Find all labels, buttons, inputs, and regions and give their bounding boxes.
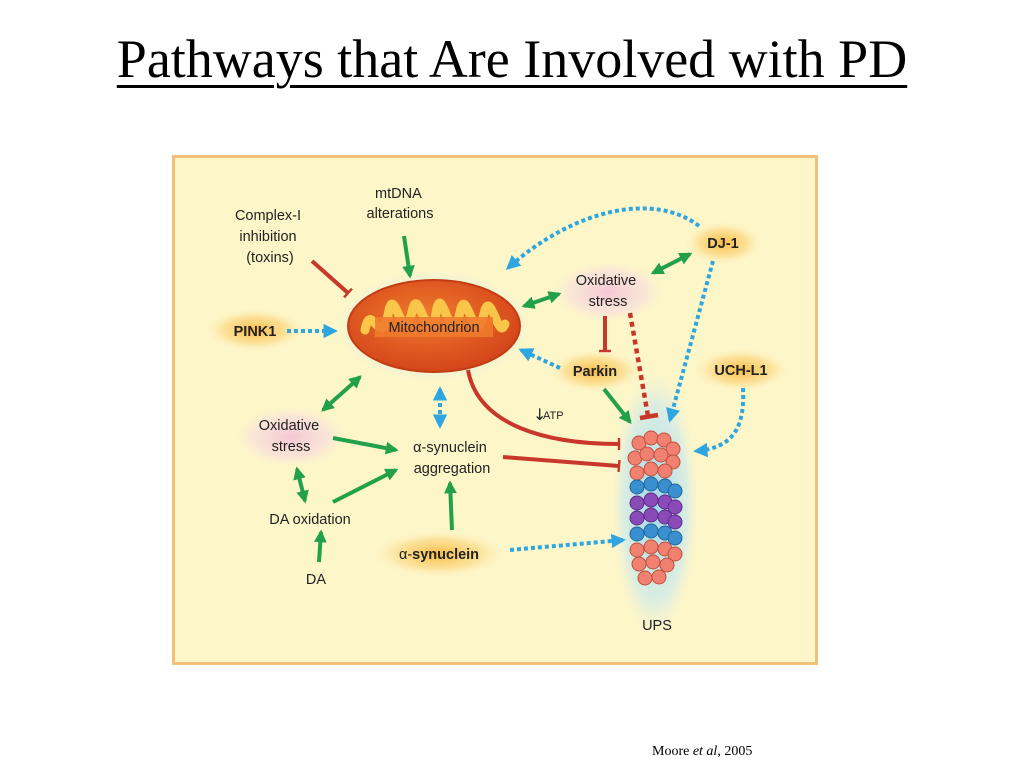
uchl1-to-ups-arrow	[693, 387, 746, 458]
oxidative-stress-left-label: Oxidative stress	[259, 418, 323, 455]
a-synuclein-to-aggregation-arrow	[444, 480, 457, 531]
da-oxidation-to-aggregation-arrow	[332, 468, 399, 504]
mitochondrion-icon	[347, 279, 521, 373]
atp-label: ATP	[543, 410, 564, 422]
citation-author: Moore	[652, 744, 693, 759]
dj1-to-ups-arrow	[666, 260, 715, 423]
aggregation-inhibits-ups	[502, 455, 621, 473]
oxidative-stress-left-glow	[233, 405, 349, 469]
da-label: DA	[306, 572, 326, 588]
pink1-label: PINK1	[234, 324, 277, 340]
parkin-glow	[547, 349, 643, 393]
a-syn-aggregation-label: α-synuclein aggregation	[413, 440, 491, 477]
dj1-glow	[683, 221, 763, 265]
pink1-glow	[203, 308, 307, 352]
mtdna-label: mtDNA alterations	[367, 186, 434, 222]
oxidative-stress-right-label: Oxidative stress	[576, 273, 640, 310]
a-synuclein-glow	[371, 530, 507, 578]
complex-i-inhibits-mitochondrion	[310, 259, 353, 299]
slide-title: Pathways that Are Involved with PD	[116, 29, 908, 89]
uchl1-label: UCH-L1	[714, 363, 767, 379]
parkin-to-ups-arrow	[602, 387, 632, 425]
uchl1-glow	[691, 348, 791, 392]
oxidative-stress-to-aggregation-arrow	[332, 436, 399, 455]
citation: Moore et al, 2005	[652, 744, 752, 760]
complex-i-label: Complex-I inhibition (toxins)	[235, 208, 305, 266]
dj1-label: DJ-1	[707, 236, 738, 252]
ups-proteasome-icon	[627, 430, 683, 586]
pathway-diagram: Mitochondrion	[172, 155, 818, 665]
mitochondrion-atp-inhibits-ups	[466, 369, 621, 451]
oxidative-stress-da-oxidation-arrow	[293, 466, 309, 504]
mitochondrion-oxidative-stress-right-arrow	[521, 291, 562, 309]
atp-down-arrow: ↓	[533, 405, 546, 424]
mitochondrion-oxidative-stress-left-arrow	[321, 375, 362, 412]
citation-etal: et al	[692, 744, 718, 759]
oxidative-stress-right-dj1-arrow	[650, 252, 693, 275]
citation-year: , 2005	[717, 744, 753, 759]
da-oxidation-label: DA oxidation	[269, 512, 350, 528]
parkin-label: Parkin	[573, 364, 617, 380]
a-synuclein-to-ups-arrow	[509, 533, 626, 552]
oxidative-stress-right-glow	[550, 260, 666, 324]
dj1-to-mitochondrion-arrow	[505, 206, 701, 270]
parkin-to-mitochondrion-arrow	[518, 348, 561, 370]
mitochondrion-label: Mitochondrion	[388, 320, 479, 336]
a-synuclein-label: α-synuclein	[399, 547, 479, 563]
oxidative-stress-dashed-inhibits-ups-bar	[639, 412, 659, 421]
mtdna-to-mitochondrion-arrow	[402, 235, 415, 279]
ups-label: UPS	[642, 618, 672, 634]
da-to-da-oxidation-arrow	[313, 529, 327, 563]
